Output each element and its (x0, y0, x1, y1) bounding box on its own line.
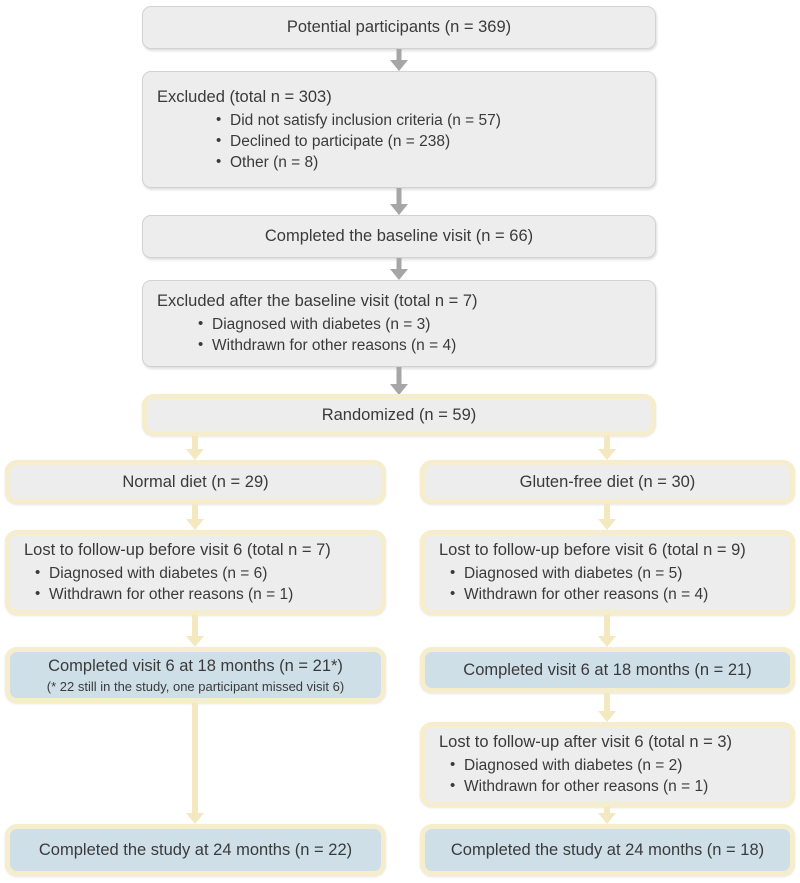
node-title: Completed the baseline visit (n = 66) (264, 227, 534, 245)
node-completed-visit6-normal: Completed visit 6 at 18 months (n = 21*)… (5, 647, 386, 703)
list-item: Diagnosed with diabetes (n = 6) (32, 562, 367, 584)
arrow-lost-after-to-completed-study-gluten-free (594, 807, 620, 824)
list-item: Withdrawn for other reasons (n = 1) (32, 583, 367, 605)
node-lost-before-visit6-gluten-free: Lost to follow-up before visit 6 (total … (420, 530, 795, 615)
list-item: Did not satisfy inclusion criteria (n = … (213, 109, 641, 131)
node-bullet-list: Diagnosed with diabetes (n = 5) Withdraw… (447, 562, 776, 605)
node-lost-before-visit6-normal: Lost to follow-up before visit 6 (total … (5, 530, 386, 615)
node-completed-visit6-gluten-free: Completed visit 6 at 18 months (n = 21) (420, 647, 795, 693)
list-item: Declined to participate (n = 238) (213, 130, 641, 152)
arrow-lost-before-to-visit6-normal (182, 615, 208, 647)
node-arm-gluten-free-diet: Gluten-free diet (n = 30) (420, 460, 795, 504)
node-title: Potential participants (n = 369) (286, 18, 512, 36)
arrow-normal-diet-to-lost-before (182, 504, 208, 530)
arrow-excluded-to-baseline (385, 188, 413, 215)
list-item: Diagnosed with diabetes (n = 5) (447, 562, 776, 584)
node-title: Completed the study at 24 months (n = 18… (450, 840, 765, 859)
node-title: Normal diet (n = 29) (122, 472, 269, 491)
node-potential-participants: Potential participants (n = 369) (142, 6, 656, 49)
node-title: Lost to follow-up before visit 6 (total … (439, 541, 746, 559)
arrow-randomized-to-normal-diet (182, 436, 208, 460)
arrow-visit6-to-lost-after-gluten-free (594, 693, 620, 722)
node-title: Excluded (total n = 303) (157, 87, 332, 106)
node-bullet-list: Diagnosed with diabetes (n = 6) Withdraw… (32, 562, 367, 605)
node-title: Excluded after the baseline visit (total… (157, 292, 478, 310)
list-item: Withdrawn for other reasons (n = 4) (195, 334, 641, 356)
node-completed-study-gluten-free: Completed the study at 24 months (n = 18… (420, 824, 795, 876)
node-title: Lost to follow-up after visit 6 (total n… (439, 733, 733, 751)
node-completed-study-normal: Completed the study at 24 months (n = 22… (5, 824, 386, 876)
node-title: Completed the study at 24 months (n = 22… (38, 840, 353, 859)
node-bullet-list: Diagnosed with diabetes (n = 2) Withdraw… (447, 754, 776, 797)
node-title: Gluten-free diet (n = 30) (519, 472, 696, 491)
node-completed-baseline-visit: Completed the baseline visit (n = 66) (142, 215, 656, 258)
list-item: Other (n = 8) (213, 151, 641, 173)
node-title: Completed visit 6 at 18 months (n = 21) (463, 660, 752, 679)
arrow-visit6-to-completed-study-normal (182, 703, 208, 824)
arrow-potential-to-excluded (385, 49, 413, 71)
node-excluded-before-baseline: Excluded (total n = 303) Did not satisfy… (142, 71, 656, 188)
list-item: Withdrawn for other reasons (n = 4) (447, 583, 776, 605)
node-title: Lost to follow-up before visit 6 (total … (24, 541, 331, 559)
node-footnote: (* 22 still in the study, one participan… (46, 678, 345, 694)
node-excluded-after-baseline: Excluded after the baseline visit (total… (142, 280, 656, 367)
arrow-randomized-to-gluten-free-diet (594, 436, 620, 460)
list-item: Diagnosed with diabetes (n = 2) (447, 754, 776, 776)
node-bullet-list: Did not satisfy inclusion criteria (n = … (213, 109, 641, 173)
arrow-baseline-to-excluded-after (385, 258, 413, 280)
list-item: Withdrawn for other reasons (n = 1) (447, 775, 776, 797)
list-item: Diagnosed with diabetes (n = 3) (195, 313, 641, 335)
node-title: Randomized (n = 59) (321, 405, 477, 424)
arrow-gluten-free-to-lost-before (594, 504, 620, 530)
node-lost-after-visit6-gluten-free: Lost to follow-up after visit 6 (total n… (420, 722, 795, 807)
node-bullet-list: Diagnosed with diabetes (n = 3) Withdraw… (195, 313, 641, 356)
node-arm-normal-diet: Normal diet (n = 29) (5, 460, 386, 504)
arrow-lost-before-to-visit6-gluten-free (594, 615, 620, 647)
node-title: Completed visit 6 at 18 months (n = 21*) (48, 656, 343, 675)
arrow-excluded-after-to-randomized (385, 367, 413, 395)
node-randomized: Randomized (n = 59) (142, 394, 656, 436)
